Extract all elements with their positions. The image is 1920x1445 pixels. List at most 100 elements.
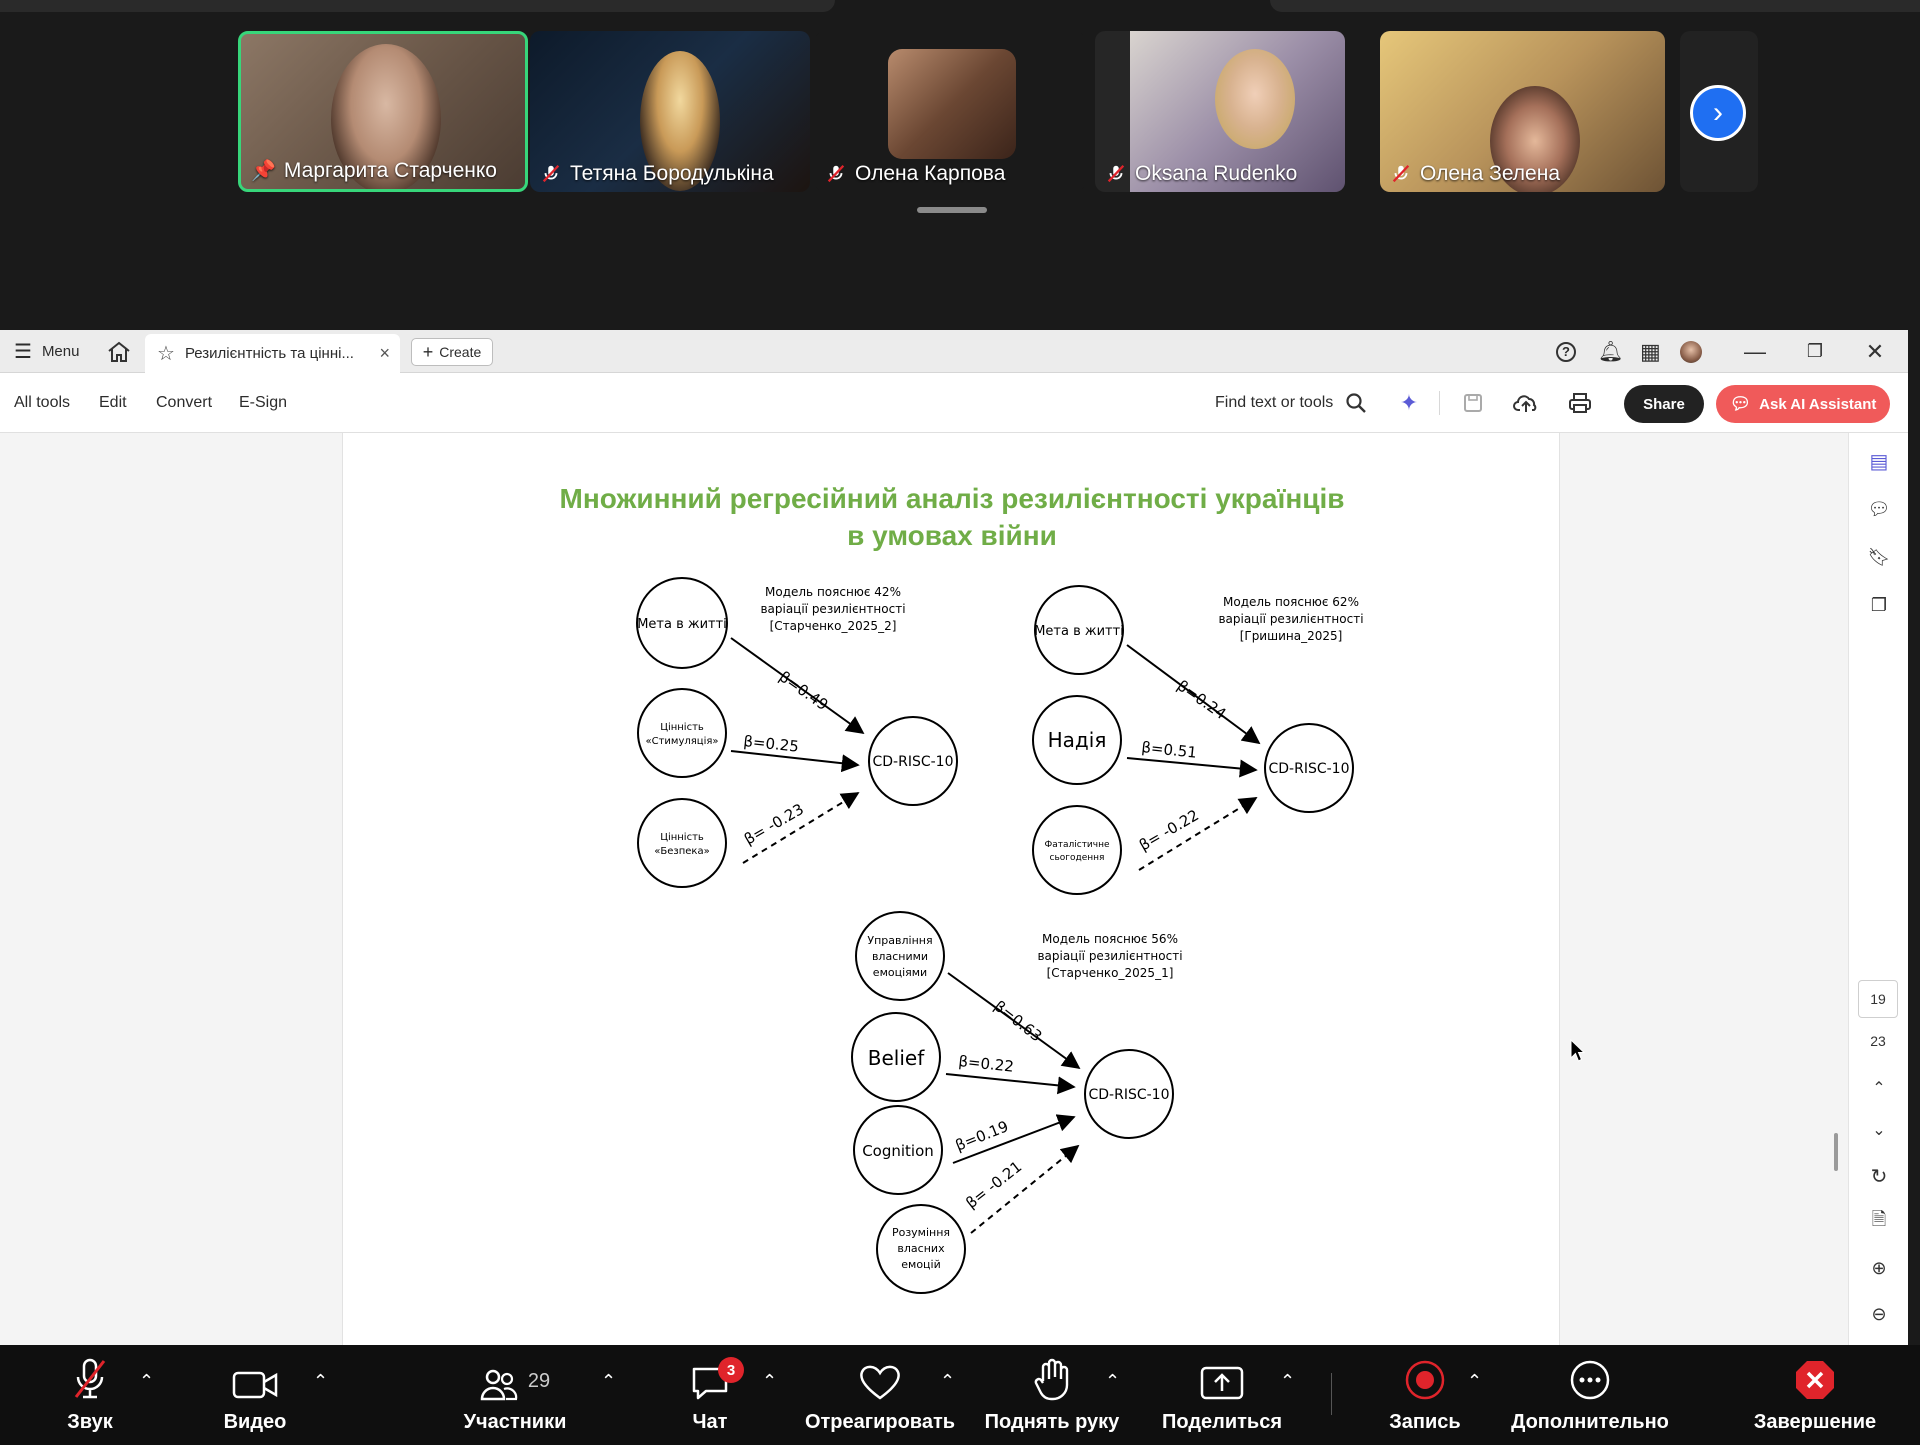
participant-label: Тетяна Бородулькіна	[540, 162, 774, 186]
chat-label: Чат	[692, 1411, 728, 1433]
share-screen-button[interactable]: Поделиться	[1157, 1345, 1287, 1445]
document-viewport[interactable]: Множинний регресійний аналіз резилієнтно…	[0, 433, 1848, 1345]
comments-button[interactable]: 💬︎	[1863, 493, 1895, 525]
home-button[interactable]	[106, 330, 132, 373]
beta-label: β= -0.22	[1136, 806, 1202, 854]
share-options-caret[interactable]: ⌃	[1280, 1371, 1296, 1391]
all-tools-menu[interactable]: All tools	[14, 394, 71, 411]
node-circle	[636, 577, 728, 669]
path-arrow	[1126, 644, 1261, 745]
path-arrow	[1126, 757, 1258, 778]
upload-button[interactable]	[1510, 387, 1542, 419]
notifications-button[interactable]: 🔔︎	[1598, 330, 1623, 373]
participant-name: Олена Зелена	[1420, 162, 1561, 185]
end-meeting-label: Завершение	[1753, 1411, 1877, 1433]
end-meeting-button[interactable]: Завершение	[1745, 1345, 1885, 1445]
previous-page-button[interactable]: ⌃	[1863, 1072, 1895, 1104]
apps-button[interactable]: ▦	[1640, 330, 1661, 373]
record-button[interactable]: Запись	[1385, 1345, 1465, 1445]
participant-tile[interactable]: Тетяна Бородулькіна	[530, 31, 810, 192]
next-participants-button[interactable]: ›	[1690, 85, 1746, 141]
raise-hand-options-caret[interactable]: ⌃	[1105, 1371, 1121, 1391]
esign-menu[interactable]: E-Sign	[239, 394, 288, 411]
participant-tile[interactable]: 📌 Маргарита Старченко	[238, 31, 528, 192]
rotate-button[interactable]: ↻	[1863, 1160, 1895, 1192]
muted-mic-icon	[1392, 164, 1410, 183]
audio-button[interactable]: Звук	[50, 1345, 130, 1445]
participant-face	[1215, 49, 1295, 149]
create-label: Create	[439, 344, 482, 360]
print-button[interactable]	[1564, 387, 1596, 419]
minimize-button[interactable]: —	[1730, 330, 1780, 373]
page-display-button[interactable]: 🗎	[1863, 1206, 1895, 1238]
participants-options-caret[interactable]: ⌃	[601, 1371, 617, 1391]
ai-assistant-icon: 💬︎	[1729, 394, 1752, 413]
save-button[interactable]	[1457, 387, 1489, 419]
chat-options-caret[interactable]: ⌃	[762, 1371, 778, 1391]
strip-scroll-indicator	[917, 207, 987, 213]
pages-button[interactable]: ❐	[1863, 589, 1895, 621]
menu-label: Menu	[41, 343, 80, 360]
edit-menu[interactable]: Edit	[99, 394, 127, 411]
node-label: Мета в житті	[637, 617, 727, 632]
page-number-input[interactable]: 19	[1858, 980, 1898, 1018]
node-label: сьогодення	[1050, 853, 1105, 863]
share-button[interactable]: Share	[1624, 385, 1704, 423]
participant-tile[interactable]: Олена Зелена	[1380, 31, 1665, 192]
video-options-caret[interactable]: ⌃	[313, 1371, 329, 1391]
model-note: [Гришина_2025]	[1240, 629, 1343, 643]
model-note: Модель пояснює 62%	[1223, 595, 1359, 609]
toolbar: All tools Edit Convert E-Sign Find text …	[0, 373, 1908, 433]
acrobat-window: ☰ Menu ☆ Резилієнтність та цінні... × + …	[0, 330, 1908, 1345]
participant-label: Олена Зелена	[1390, 162, 1560, 186]
create-button[interactable]: + Create	[411, 338, 493, 366]
next-page-button[interactable]: ⌄	[1863, 1114, 1895, 1146]
diagram-3: Управління власними емоціями Belief Cogn…	[851, 911, 1183, 1294]
apps-grid-icon: ▦	[1640, 338, 1661, 364]
convert-menu[interactable]: Convert	[156, 394, 213, 411]
node-circle	[1034, 585, 1124, 675]
menu-button[interactable]: ☰ Menu	[14, 330, 79, 373]
model-note: Модель пояснює 56%	[1042, 932, 1178, 946]
document-tab[interactable]: ☆ Резилієнтність та цінні... ×	[145, 334, 400, 373]
record-options-caret[interactable]: ⌃	[1467, 1371, 1483, 1391]
close-window-button[interactable]: ✕	[1850, 330, 1900, 373]
node-label: емоціями	[873, 966, 927, 979]
node-circle	[855, 911, 945, 1001]
more-button[interactable]: Дополнительно	[1505, 1345, 1675, 1445]
regression-diagrams: Мета в житті Цінність «Стимуляція» Цінні…	[636, 577, 1364, 1294]
react-button[interactable]: Отреагировать	[800, 1345, 960, 1445]
cloud-upload-icon	[1513, 395, 1537, 412]
profile-button[interactable]	[1680, 330, 1702, 373]
ai-tools-button[interactable]: ✦	[1393, 387, 1425, 419]
controls-divider	[1331, 1373, 1332, 1415]
participants-button[interactable]: 29 Участники	[455, 1345, 575, 1445]
video-button[interactable]: Видео	[215, 1345, 295, 1445]
node-label: Цінність	[660, 831, 704, 843]
vertical-scrollbar[interactable]	[1834, 1133, 1838, 1171]
star-icon[interactable]: ☆	[157, 343, 175, 365]
raise-hand-button[interactable]: Поднять руку	[982, 1345, 1122, 1445]
participant-tile[interactable]: Олена Карпова	[815, 31, 1085, 192]
zoom-in-button[interactable]: ⊕	[1863, 1252, 1895, 1284]
audio-options-caret[interactable]: ⌃	[139, 1371, 155, 1391]
ask-ai-assistant-button[interactable]: 💬︎ Ask AI Assistant	[1716, 385, 1890, 423]
restore-button[interactable]: ❐	[1790, 330, 1840, 373]
react-label: Отреагировать	[804, 1411, 956, 1433]
comment-panel-button[interactable]: ▤	[1863, 445, 1895, 477]
find-tools-search[interactable]: Find text or tools	[1215, 373, 1367, 433]
path-arrow-dashed	[1138, 797, 1258, 871]
path-arrow	[945, 1073, 1076, 1095]
end-meeting-icon	[1796, 1361, 1834, 1399]
bookmarks-button[interactable]: 🔖︎	[1863, 541, 1895, 573]
react-options-caret[interactable]: ⌃	[940, 1371, 956, 1391]
share-screen-icon	[1200, 1366, 1244, 1400]
zoom-in-icon: ⊕	[1871, 1257, 1887, 1278]
path-arrow-dashed	[970, 1144, 1080, 1234]
participant-label: 📌 Маргарита Старченко	[251, 158, 497, 183]
close-tab-icon[interactable]: ×	[379, 343, 390, 363]
zoom-out-button[interactable]: ⊖	[1863, 1298, 1895, 1330]
participant-tile[interactable]: Oksana Rudenko	[1095, 31, 1345, 192]
help-button[interactable]: ?	[1556, 330, 1576, 373]
muted-mic-icon	[74, 1358, 106, 1399]
